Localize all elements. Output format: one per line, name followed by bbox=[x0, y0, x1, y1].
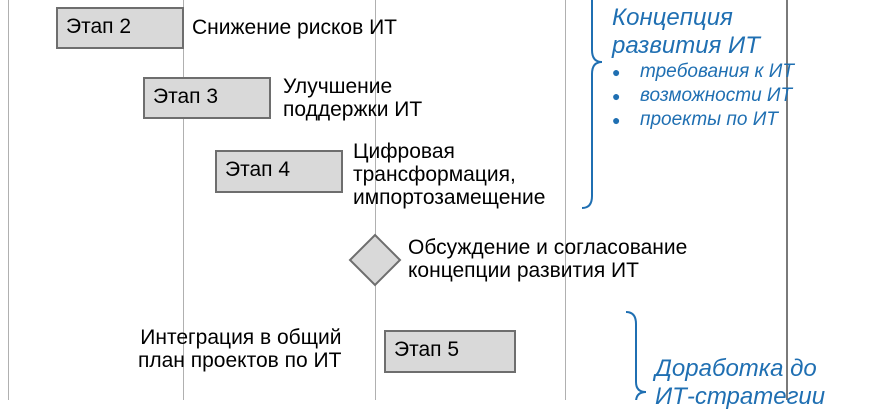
line: Обсуждение и согласование bbox=[408, 236, 688, 259]
line: Цифровая bbox=[353, 140, 455, 163]
line: план проектов по ИТ bbox=[138, 349, 342, 372]
refinement-brace-icon bbox=[625, 311, 647, 400]
refinement-title: Доработка до bbox=[655, 355, 817, 382]
grid-line bbox=[565, 0, 566, 400]
stage-4-box: Этап 4 bbox=[215, 150, 343, 193]
refinement-title: ИТ-стратегии bbox=[655, 383, 826, 410]
line: трансформация, bbox=[353, 163, 516, 186]
grid-line bbox=[8, 0, 9, 400]
line: поддержки ИТ bbox=[283, 98, 423, 121]
bullet: ●проекты по ИТ bbox=[612, 109, 778, 130]
grid-line bbox=[375, 0, 376, 400]
line: импортозамещение bbox=[353, 186, 546, 209]
refinement-block: Доработка до ИТ-стратегии bbox=[655, 355, 825, 411]
stage-5-box: Этап 5 bbox=[384, 330, 516, 373]
stage-2-box: Этап 2 bbox=[56, 7, 184, 49]
line: Интеграция в общий bbox=[140, 326, 342, 349]
grid-line bbox=[786, 0, 788, 400]
stage-3-box: Этап 3 bbox=[143, 77, 271, 119]
bullet: ●возможности ИТ bbox=[612, 85, 793, 106]
concept-title: развития ИТ bbox=[612, 32, 760, 59]
grid-line bbox=[183, 0, 184, 400]
line: Улучшение bbox=[283, 75, 393, 98]
milestone-diamond bbox=[348, 233, 402, 287]
line: концепции развития ИТ bbox=[408, 259, 639, 282]
concept-brace-icon bbox=[581, 0, 603, 209]
bullet: ●требования к ИТ bbox=[612, 61, 794, 82]
concept-block: Концепция развития ИТ ●требования к ИТ ●… bbox=[612, 4, 794, 132]
stage-2-desc: Снижение рисков ИТ bbox=[192, 16, 397, 39]
concept-title: Концепция bbox=[612, 4, 733, 31]
